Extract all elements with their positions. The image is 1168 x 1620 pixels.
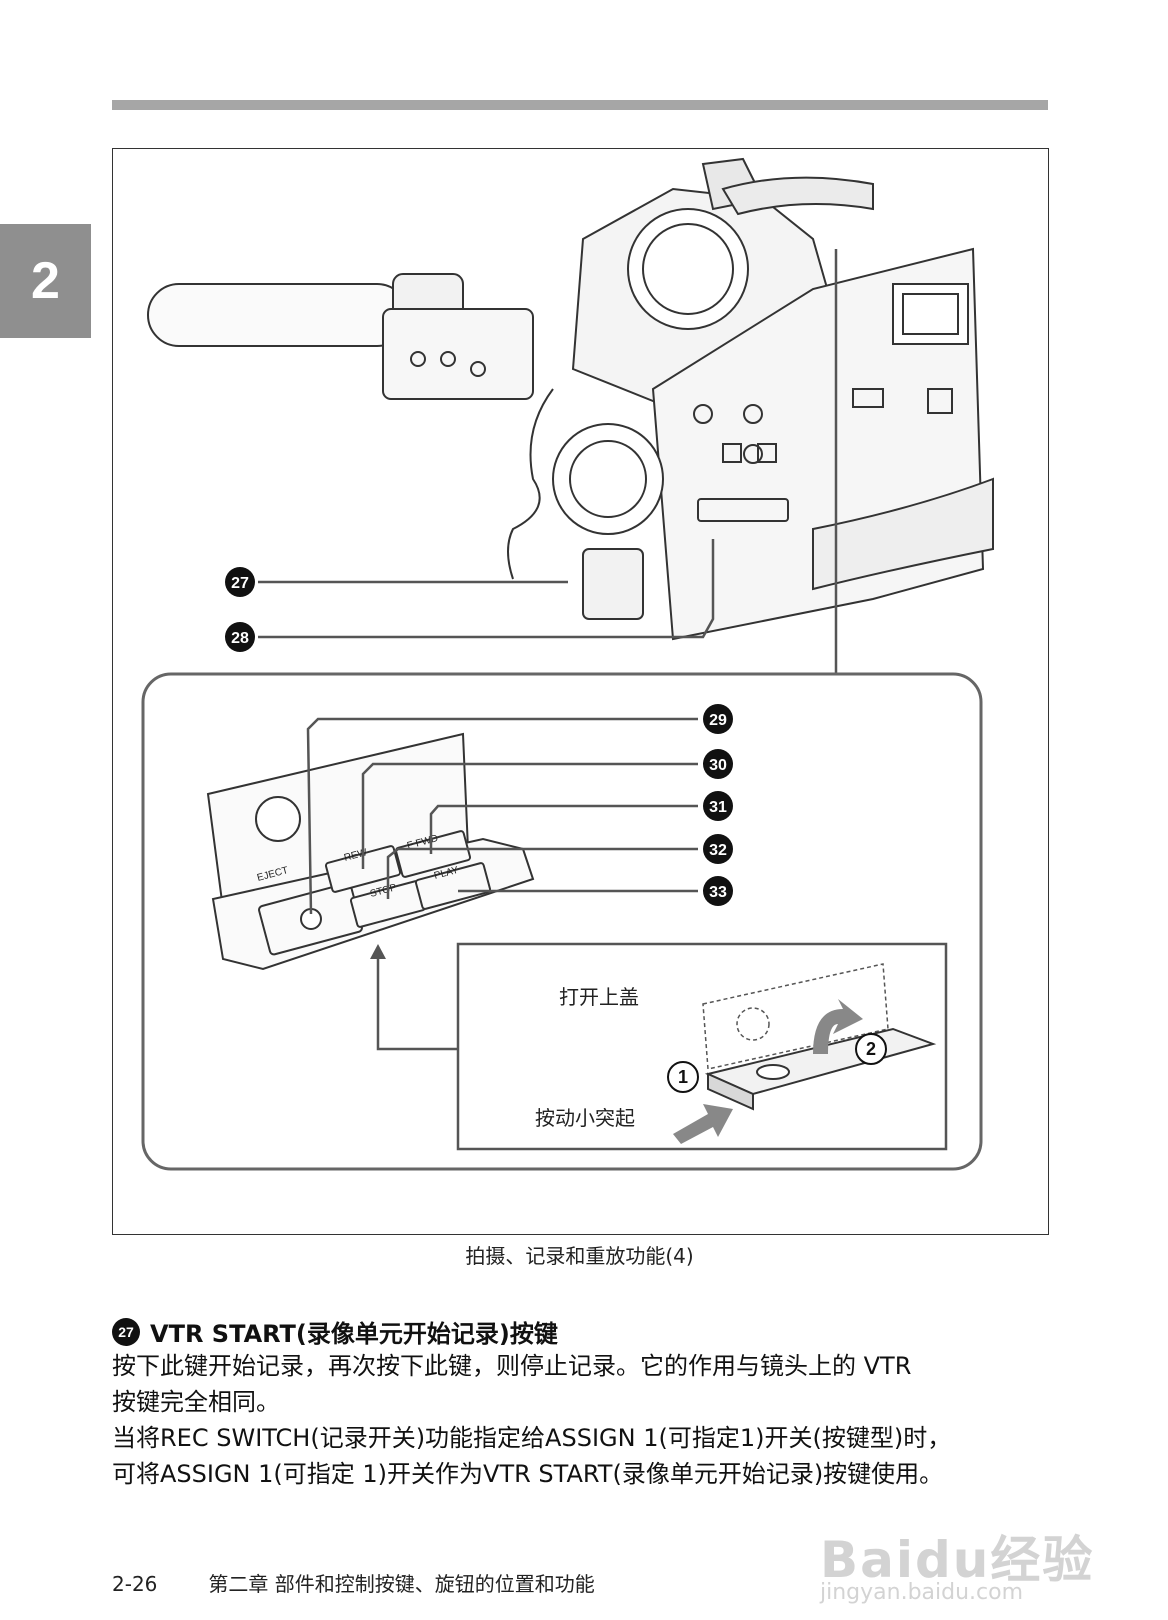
camera-illustration: EJECT REW STOP F FWD PLAY	[141, 157, 994, 1171]
section-title: VTR START(录像单元开始记录)按键	[150, 1320, 558, 1348]
callout-27: 27	[231, 575, 249, 592]
body-line-2: 按键完全相同。	[112, 1388, 280, 1416]
body-line-1: 按下此键开始记录，再次按下此键，则停止记录。它的作用与镜头上的 VTR	[112, 1352, 912, 1380]
page-footer: 2-26 第二章 部件和控制按键、旋钮的位置和功能	[112, 1568, 595, 1597]
page-number: 2-26	[112, 1572, 158, 1596]
watermark-url: jingyan.baidu.com	[820, 1580, 1024, 1605]
baidu-watermark: Baidu经验 jingyan.baidu.com	[820, 1520, 1100, 1610]
header-rule	[112, 100, 1048, 110]
chapter-tab: 2	[0, 224, 91, 338]
inset-label-push: 按动小突起	[535, 1106, 635, 1130]
callout-31: 31	[709, 799, 727, 816]
step-1: 1	[678, 1067, 688, 1087]
footer-chapter: 第二章 部件和控制按键、旋钮的位置和功能	[208, 1572, 595, 1596]
section-heading: 27 VTR START(录像单元开始记录)按键	[112, 1314, 558, 1349]
inset-label-open: 打开上盖	[559, 985, 639, 1009]
watermark-brand: Baidu经验	[820, 1531, 1095, 1589]
callout-32: 32	[709, 842, 727, 859]
body-line-3: 当将REC SWITCH(记录开关)功能指定给ASSIGN 1(可指定1)开关(…	[112, 1424, 952, 1452]
callout-33: 33	[709, 884, 727, 901]
callout-29: 29	[709, 712, 727, 729]
body-line-4: 可将ASSIGN 1(可指定 1)开关作为VTR START(录像单元开始记录)…	[112, 1460, 944, 1488]
figure-caption: 拍摄、记录和重放功能(4)	[465, 1244, 694, 1268]
step-2: 2	[866, 1039, 876, 1059]
figure-frame: EJECT REW STOP F FWD PLAY	[112, 148, 1049, 1235]
callout-30: 30	[709, 757, 727, 774]
section-number: 27	[112, 1317, 140, 1346]
callout-28: 28	[231, 630, 249, 647]
